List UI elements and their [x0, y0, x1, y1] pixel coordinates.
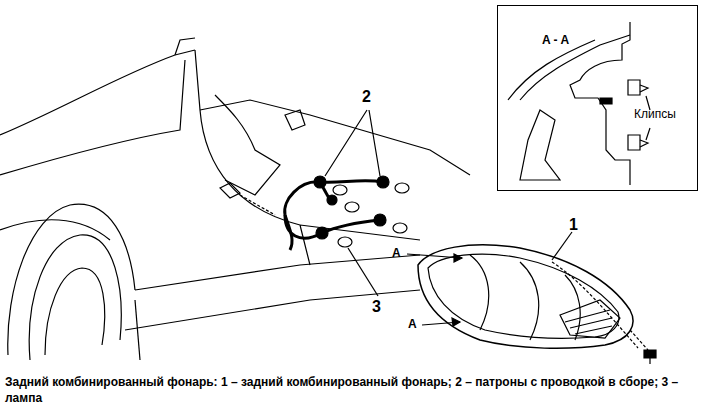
sockets: [314, 176, 389, 239]
screw-axis: [552, 262, 638, 348]
trim-panel: [215, 95, 280, 195]
lens-sections: [470, 255, 580, 340]
section-bumper: [520, 110, 560, 180]
callout-number: 1: [569, 216, 578, 234]
connector-lead: [240, 195, 275, 215]
section-body: [570, 22, 630, 185]
figure-caption: Задний комбинированный фонарь: 1 – задни…: [5, 374, 697, 406]
tail-lamp-housing: [418, 245, 633, 348]
leader-2: [325, 110, 380, 176]
screw: [644, 350, 656, 364]
harness-wire: [285, 181, 383, 215]
callout-number: 2: [362, 88, 371, 106]
section-mark: A: [392, 247, 401, 260]
inset-section-frame: A - A Клипсы: [497, 5, 698, 191]
leader-3: [348, 248, 378, 296]
tail-lamp-lens: [428, 254, 619, 338]
quarter-window: [0, 60, 185, 175]
roof-line: [0, 50, 195, 135]
screw-lead: [630, 330, 648, 350]
arrow-head: [452, 318, 460, 326]
bumper-top: [135, 255, 420, 290]
clip-hole: [285, 110, 305, 130]
harness-wire: [285, 215, 380, 238]
wheel-arch: [8, 204, 135, 355]
tailgate-opening: [195, 50, 300, 225]
bumper-edge: [135, 300, 140, 360]
lamps: [333, 183, 409, 247]
leader-1: [552, 232, 572, 260]
section-mark: A: [408, 318, 417, 331]
section-lens: [520, 35, 630, 100]
bumper-mid: [125, 290, 420, 330]
section-label: A - A: [542, 34, 569, 47]
part-label: Клипсы: [634, 108, 676, 121]
clip-part: [600, 98, 612, 104]
wheel: [29, 235, 121, 360]
reflector: [560, 300, 620, 338]
arrow-head: [454, 254, 462, 262]
reflector-ribs: [565, 310, 612, 334]
cargo-floor-edge: [200, 100, 470, 175]
connector: [220, 183, 240, 198]
harness-wire: [285, 215, 292, 250]
callout-number: 3: [372, 298, 381, 316]
pillar: [175, 38, 195, 55]
wheel-rim: [45, 268, 105, 355]
section-lens: [508, 40, 595, 100]
